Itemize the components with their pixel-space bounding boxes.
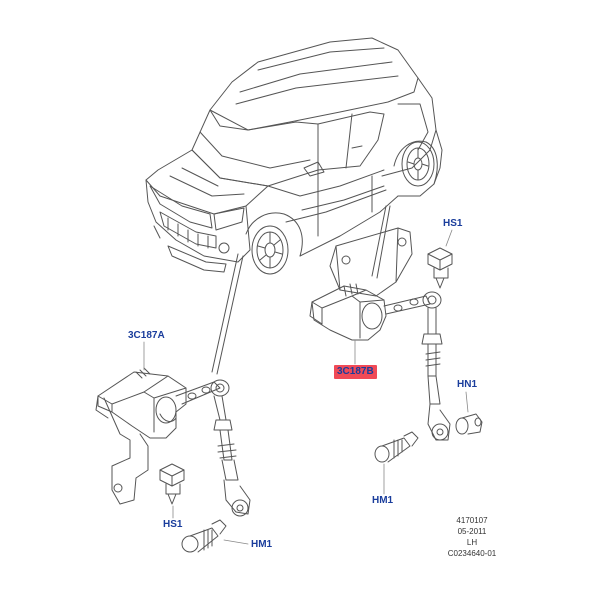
callout-hs1-left[interactable]: HS1 xyxy=(163,519,183,530)
callout-3c187a[interactable]: 3C187A xyxy=(128,330,165,341)
callout-3c187b[interactable]: 3C187B xyxy=(334,365,377,379)
callout-hm1-left[interactable]: HM1 xyxy=(251,539,273,550)
callout-hn1[interactable]: HN1 xyxy=(457,379,478,390)
right-bolt xyxy=(374,431,419,463)
callout-hs1-right[interactable]: HS1 xyxy=(443,218,463,229)
right-nut xyxy=(455,413,483,435)
left-bolt xyxy=(181,519,227,553)
left-height-sensor xyxy=(95,367,251,517)
right-screw xyxy=(427,247,453,289)
right-height-sensor xyxy=(309,227,451,441)
reference-date: 05-2011 xyxy=(457,527,487,536)
reference-code: C0234640-01 xyxy=(447,549,497,558)
leader-lines xyxy=(211,205,391,375)
diagram-reference-block: 4170107 05-2011 LH C0234640-01 xyxy=(440,515,504,559)
left-screw xyxy=(159,463,185,505)
callout-hm1-right[interactable]: HM1 xyxy=(372,495,394,506)
reference-number: 4170107 xyxy=(456,516,488,525)
reference-side: LH xyxy=(466,538,478,547)
vehicle-illustration xyxy=(145,37,443,275)
callout-leaders xyxy=(143,229,469,545)
